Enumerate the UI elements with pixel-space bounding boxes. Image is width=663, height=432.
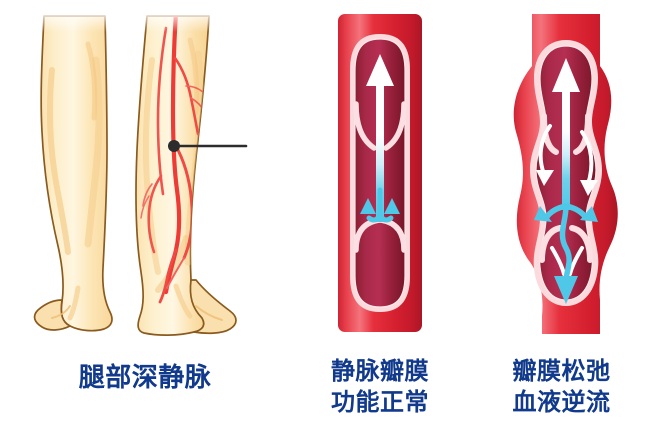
reflux-arrow-lower-right-curve bbox=[568, 246, 584, 276]
reflux-arrow-lower-left-curve bbox=[550, 246, 566, 276]
left-leg-shading-inner bbox=[46, 67, 71, 255]
right-foot-crease bbox=[195, 305, 223, 321]
left-ankle-shading bbox=[67, 285, 81, 321]
caption-loose-valve-reflux: 瓣膜松弛 血液逆流 bbox=[512, 357, 611, 416]
cyan-zigzag-shaft bbox=[559, 203, 572, 289]
upward-flow-arrow-varicose bbox=[552, 58, 580, 210]
closing-arrow-right-head bbox=[384, 198, 400, 214]
right-ankle-shading bbox=[173, 283, 193, 319]
flow-arrow-head bbox=[366, 54, 394, 86]
left-leg-top-fade bbox=[30, 10, 116, 32]
loose-valve-leaflets-lower bbox=[539, 225, 593, 263]
vein-twig-e bbox=[140, 195, 150, 219]
normal-vein-illustration bbox=[338, 14, 422, 332]
flow-arrow-head-varicose bbox=[552, 58, 580, 92]
normal-valve-panel: 静脉瓣膜 功能正常 bbox=[290, 0, 470, 432]
left-leg-knee-shading bbox=[85, 41, 98, 121]
cyan-arrow-down-head bbox=[554, 276, 578, 304]
reflux-arrow-right-curve bbox=[580, 130, 594, 186]
varicose-vein-illustration bbox=[513, 14, 618, 334]
reflux-arrows-white-lower bbox=[550, 246, 584, 276]
vein-ankle-converge bbox=[158, 248, 178, 304]
vein-twig-f bbox=[166, 257, 185, 289]
right-leg-top-fade bbox=[134, 10, 224, 32]
legs-illustration bbox=[30, 10, 248, 336]
valve-closing-arrows bbox=[360, 187, 400, 223]
vein-twig-b bbox=[185, 85, 204, 93]
loose-leaflet-lower-right bbox=[569, 225, 593, 263]
left-foot-crease bbox=[51, 305, 71, 319]
upward-flow-arrow bbox=[366, 54, 394, 222]
reflux-arrow-left-head bbox=[536, 170, 554, 186]
closing-arrow-right-curve bbox=[377, 207, 394, 223]
loose-valve-reflux-panel: 瓣膜松弛 血液逆流 bbox=[460, 0, 663, 432]
reflux-arrow-right-head bbox=[580, 180, 598, 196]
pointer-dot bbox=[168, 140, 180, 152]
reflux-arrows-white bbox=[538, 124, 594, 186]
vein-twig-d bbox=[142, 183, 153, 207]
vein-secondary-left bbox=[156, 26, 168, 196]
right-leg-lower-shading bbox=[155, 235, 189, 293]
loose-leaflet-upper-left bbox=[541, 113, 559, 155]
cyan-arrow-left-head bbox=[534, 206, 552, 222]
loose-leaflet-lower-left bbox=[539, 225, 563, 263]
right-foot bbox=[189, 279, 237, 335]
caption-normal-valve: 静脉瓣膜 功能正常 bbox=[331, 357, 429, 416]
left-leg-plain bbox=[30, 10, 116, 332]
reflux-arrow-left-curve bbox=[538, 124, 552, 176]
valve-leaflets-upper bbox=[353, 101, 407, 151]
right-leg-with-veins bbox=[134, 10, 237, 336]
flow-arrow-shaft bbox=[376, 72, 384, 222]
flow-arrow-shaft-varicose bbox=[562, 78, 570, 210]
left-leg-shading-outer bbox=[84, 56, 103, 248]
caption-leg-deep-veins: 腿部深静脉 bbox=[78, 363, 212, 393]
left-foot bbox=[33, 299, 71, 331]
right-leg-knee-shading bbox=[187, 37, 200, 115]
closing-arrow-left-head bbox=[360, 198, 376, 214]
valve-leaflet-upper-right bbox=[383, 101, 407, 151]
cyan-arrow-right-head bbox=[580, 206, 598, 222]
leg-deep-veins-panel: 腿部深静脉 bbox=[0, 0, 290, 432]
valve-leaflet-upper-left bbox=[353, 101, 377, 151]
pointer-marker bbox=[168, 140, 248, 152]
vein-branch-lower-left bbox=[147, 174, 163, 254]
